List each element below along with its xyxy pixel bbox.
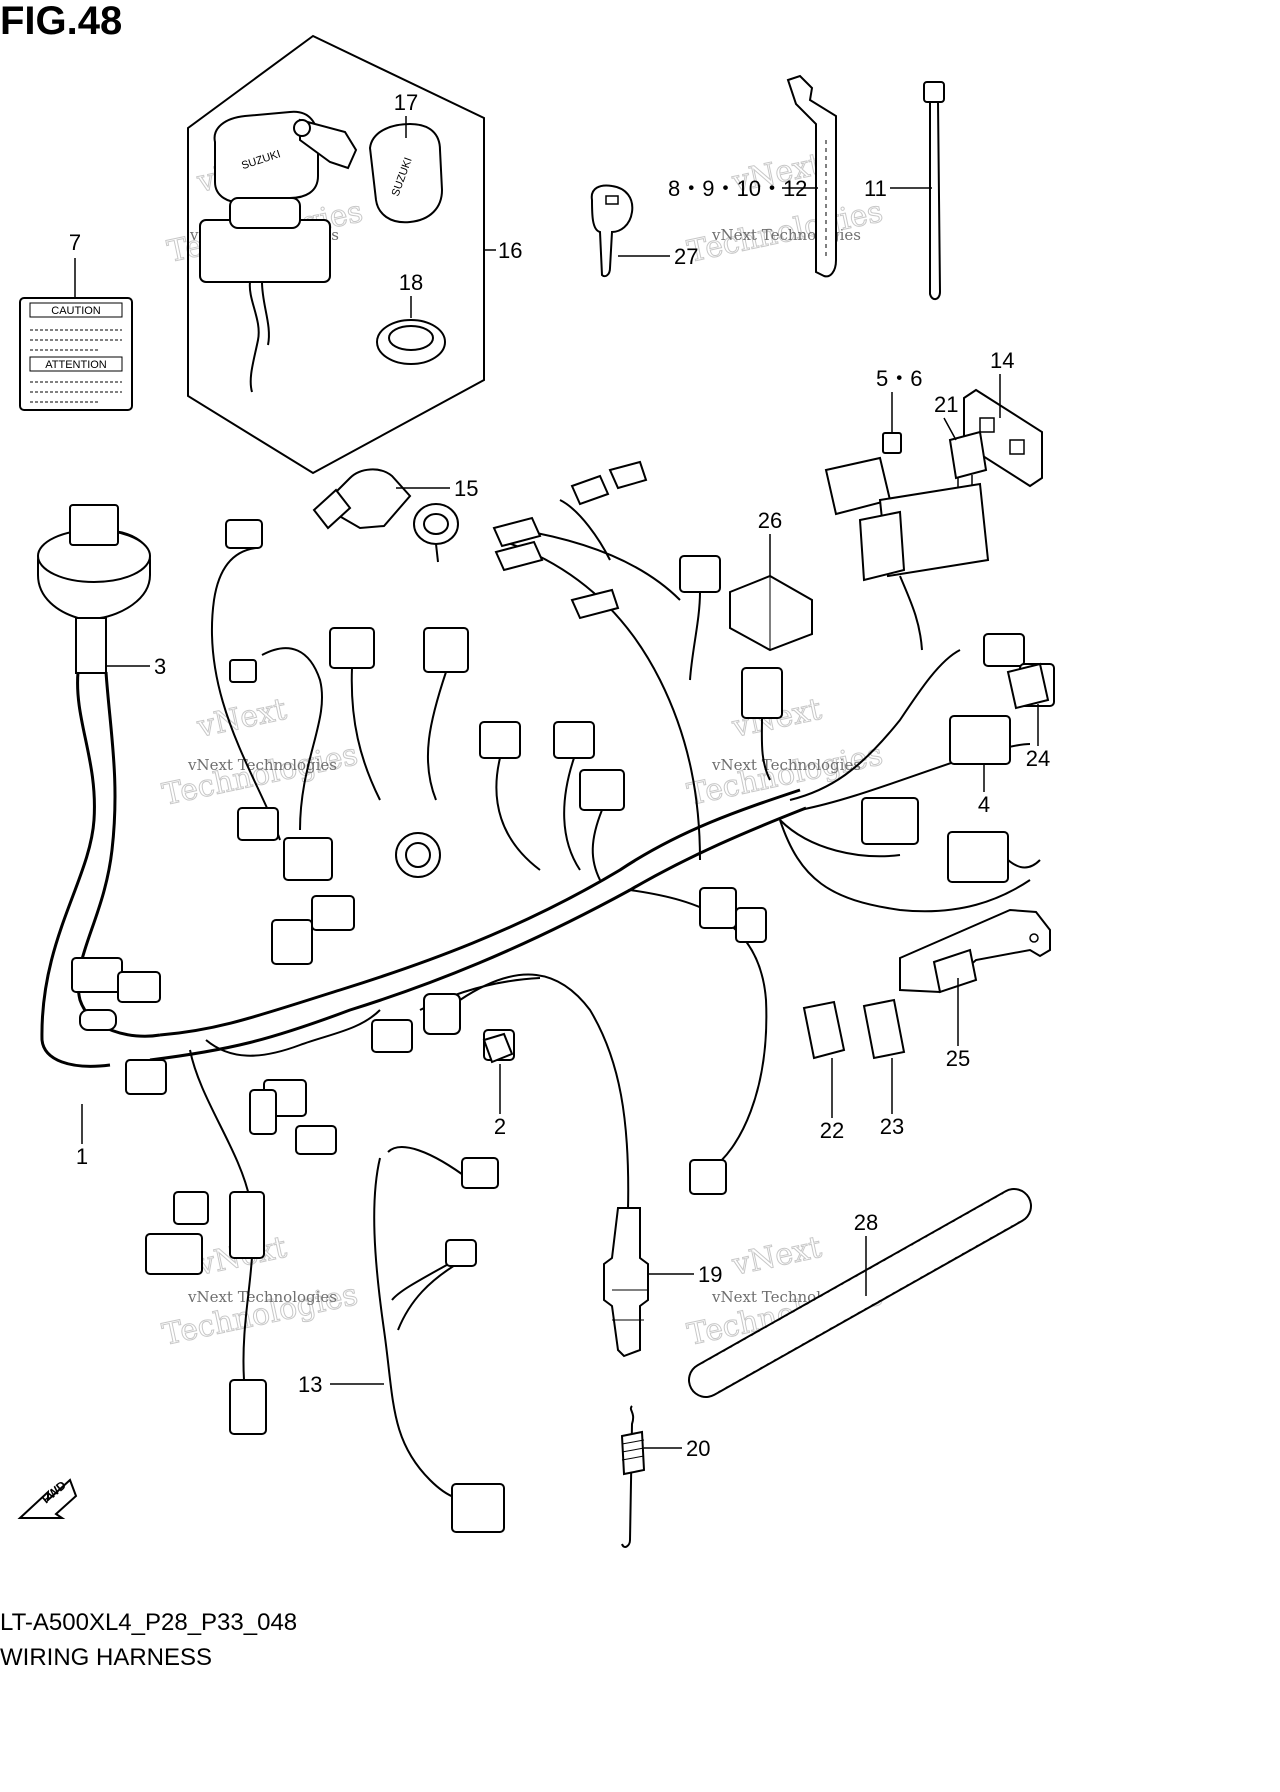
svg-text:16: 16: [498, 238, 522, 263]
svg-text:21: 21: [934, 392, 958, 417]
svg-text:11: 11: [864, 176, 887, 201]
svg-text:15: 15: [454, 476, 478, 501]
callout-11: 11: [864, 176, 932, 201]
svg-text:vNext Technologies: vNext Technologies: [711, 756, 861, 774]
svg-text:vNext Technologies: vNext Technologies: [187, 1288, 337, 1306]
svg-text:25: 25: [946, 1046, 970, 1071]
svg-text:vNext Technologies: vNext Technologies: [711, 226, 861, 244]
fwd-arrow-icon: FWD: [17, 1478, 78, 1519]
connector-part-2: [482, 1032, 514, 1064]
svg-text:20: 20: [686, 1436, 710, 1461]
svg-text:22: 22: [820, 1118, 844, 1143]
svg-text:14: 14: [990, 348, 1014, 373]
callout-14: 14: [990, 348, 1014, 418]
svg-text:28: 28: [854, 1210, 878, 1235]
fuse-box: [824, 456, 990, 651]
svg-text:3: 3: [154, 654, 166, 679]
callout-7: 7: [69, 230, 81, 298]
svg-text:4: 4: [978, 792, 990, 817]
callout-28: 28: [854, 1210, 878, 1296]
callout-13: 13: [298, 1372, 384, 1397]
svg-text:2: 2: [494, 1114, 506, 1139]
svg-text:24: 24: [1026, 746, 1050, 771]
svg-text:1: 1: [76, 1144, 88, 1169]
svg-text:27: 27: [674, 244, 698, 269]
svg-text:18: 18: [399, 270, 423, 295]
callout-16: 16: [484, 238, 522, 263]
callout-23: 23: [880, 1058, 904, 1139]
sensor-part-19: [603, 1207, 649, 1358]
svg-text:5・6: 5・6: [876, 366, 922, 391]
callout-26: 26: [758, 508, 782, 576]
callout-24: 24: [1026, 704, 1050, 771]
connector-part-24: [1006, 662, 1050, 710]
callout-27: 27: [618, 244, 698, 269]
callout-17: 17: [394, 90, 418, 138]
corrugated-tube-part-28: [688, 1188, 1032, 1398]
callout-4: 4: [978, 764, 990, 817]
svg-text:Technologies: Technologies: [684, 737, 885, 813]
svg-text:13: 13: [298, 1372, 322, 1397]
svg-text:vNext: vNext: [728, 1230, 824, 1283]
svg-text:Technologies: Technologies: [159, 737, 360, 813]
callout-25: 25: [946, 978, 970, 1071]
svg-text:26: 26: [758, 508, 782, 533]
callout-8-12: 8・9・10・12: [668, 176, 818, 201]
spring-part-20: [620, 1405, 646, 1548]
callout-5-6: 5・6: [876, 366, 922, 413]
callout-15: 15: [396, 476, 478, 501]
bracket-part-25: [899, 908, 1051, 994]
watermark: vNext Technologies vNext Technologies: [684, 146, 886, 270]
figure-title: FIG.48: [0, 0, 122, 43]
callouts: 7 17 16 18 27 8・9・10・12 11 5・6: [69, 90, 1050, 1461]
caution-text: CAUTION: [51, 305, 101, 317]
relay-part-21: [948, 430, 988, 490]
figure-code: LT-A500XL4_P28_P33_048: [0, 1609, 297, 1636]
callout-20: 20: [644, 1436, 710, 1461]
connector-part-23: [862, 998, 906, 1060]
clamp-band-part-8-12: [786, 74, 837, 278]
figure-name: WIRING HARNESS: [0, 1644, 212, 1671]
svg-text:17: 17: [394, 90, 418, 115]
attention-text: ATTENTION: [45, 359, 107, 371]
svg-text:19: 19: [698, 1262, 722, 1287]
svg-text:vNext: vNext: [193, 692, 289, 745]
ignition-switch-set-box-part-16: SUZUKI SUZUKI: [187, 34, 485, 475]
clamp-tie-part-11: [923, 81, 945, 300]
callout-2: 2: [494, 1064, 506, 1139]
caution-label-part-7: CAUTION ATTENTION: [19, 297, 133, 411]
relay-part-26: [729, 574, 813, 652]
callout-1: 1: [76, 1104, 88, 1169]
callout-22: 22: [820, 1058, 844, 1143]
svg-text:vNext Technologies: vNext Technologies: [187, 756, 337, 774]
sub-harness-part-13: [373, 1146, 505, 1533]
svg-text:7: 7: [69, 230, 81, 255]
connector-part-22: [802, 1000, 846, 1060]
callout-3: 3: [106, 654, 166, 679]
callout-18: 18: [399, 270, 423, 318]
callout-21: 21: [934, 392, 958, 441]
socket-part-15: [312, 468, 459, 563]
callout-19: 19: [648, 1262, 722, 1287]
fuse-part-5-6: [882, 413, 902, 454]
key-part-27: [590, 184, 634, 278]
main-wiring-harness-part-1: [37, 460, 1055, 1435]
svg-text:23: 23: [880, 1114, 904, 1139]
